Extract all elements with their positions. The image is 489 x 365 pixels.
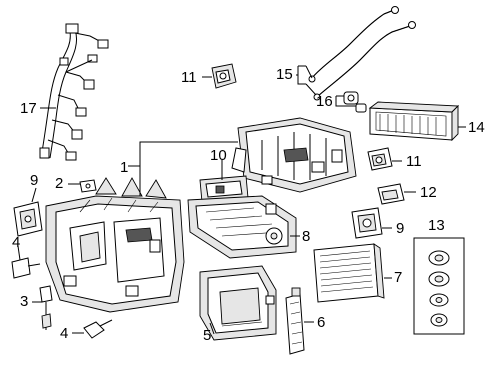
callout-16: 16 — [316, 93, 333, 110]
callout-9-left: 9 — [30, 172, 39, 189]
callout-2: 2 — [55, 175, 64, 192]
expansion-valve-part — [343, 91, 367, 113]
callout-15: 15 — [276, 66, 293, 83]
hvac-case-upper-part — [231, 117, 357, 193]
actuator-part-10 — [199, 175, 249, 203]
actuator-part-9-left — [13, 201, 43, 237]
actuator-part-9-right — [351, 207, 383, 239]
heater-core-part — [199, 265, 277, 341]
callout-17: 17 — [20, 100, 37, 117]
evaporator-core-part — [313, 243, 385, 303]
wiring-harness-part — [39, 23, 109, 161]
actuator-part-11-right — [367, 147, 393, 171]
callout-13: 13 — [428, 217, 445, 234]
sensor-part-4-lower — [83, 319, 113, 339]
callout-4-upper: 4 — [12, 234, 21, 251]
resistor-part — [377, 183, 405, 205]
sensor-part-4-upper — [11, 257, 41, 279]
grommet-set-part — [413, 237, 465, 335]
refrigerant-lines-part — [308, 6, 416, 101]
seal-plate-part — [285, 287, 305, 355]
callout-4-lower: 4 — [60, 325, 69, 342]
callout-12: 12 — [420, 184, 437, 201]
blower-assembly-part — [187, 195, 297, 259]
callout-14: 14 — [468, 119, 485, 136]
callout-11-right: 11 — [406, 153, 422, 170]
callout-11-upper: 11 — [181, 69, 197, 86]
callout-9-right: 9 — [396, 220, 405, 237]
callout-1: 1 — [120, 159, 129, 176]
callout-5: 5 — [203, 327, 212, 344]
callout-3: 3 — [20, 293, 29, 310]
callout-10: 10 — [210, 147, 227, 164]
cabin-filter-part — [368, 101, 460, 142]
bracket-part-11-upper — [211, 63, 237, 89]
hvac-case-lower-part — [45, 177, 185, 313]
callout-8: 8 — [302, 228, 311, 245]
sensor-part-3 — [39, 285, 53, 330]
clip-part-2 — [79, 179, 97, 193]
callout-7: 7 — [394, 269, 403, 286]
callout-6: 6 — [317, 314, 326, 331]
